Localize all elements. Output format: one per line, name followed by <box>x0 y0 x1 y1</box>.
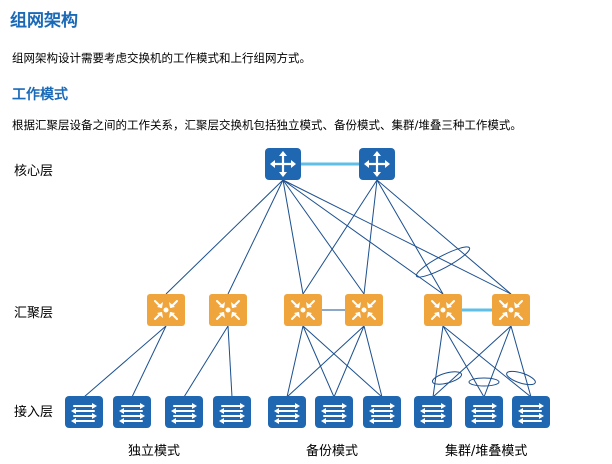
description-text: 根据汇聚层设备之间的工作关系，汇聚层交换机包括独立模式、备份模式、集群/堆叠三种… <box>12 118 522 132</box>
mode-label-backup: 备份模式 <box>306 443 358 459</box>
access-switch-icon <box>164 395 204 429</box>
mode-label-cluster: 集群/堆叠模式 <box>445 443 527 459</box>
section-title: 工作模式 <box>12 87 68 103</box>
access-switch-icon <box>464 395 504 429</box>
mode-label-independent: 独立模式 <box>128 444 180 459</box>
page-title: 组网架构 <box>10 11 78 31</box>
access-layer-label: 接入层 <box>14 404 53 420</box>
core-switch-icon <box>263 146 303 182</box>
access-switch-icon <box>267 395 307 429</box>
core-agg-links <box>165 179 512 295</box>
access-switch-icon <box>511 395 551 429</box>
aggregation-switch-icon <box>344 293 384 327</box>
intro-text: 组网架构设计需要考虑交换机的工作模式和上行组网方式。 <box>12 51 311 65</box>
access-switch-icon <box>413 395 453 429</box>
aggregation-switch-icon <box>491 293 531 327</box>
access-switch-icon <box>64 395 104 429</box>
core-layer-label: 核心层 <box>14 164 53 179</box>
aggregation-layer-label: 汇聚层 <box>14 306 53 321</box>
access-switch-icon <box>212 395 252 429</box>
agg-access-links <box>83 325 532 398</box>
access-switch-icon <box>362 395 402 429</box>
aggregation-switch-icon <box>283 293 323 327</box>
aggregation-switch-icon <box>208 293 248 327</box>
access-switch-icon <box>112 395 152 429</box>
core-switch-icon <box>357 146 397 182</box>
access-switch-icon <box>314 395 354 429</box>
link-bundle-markers <box>415 246 536 387</box>
aggregation-switch-icon <box>423 293 463 327</box>
aggregation-switch-icon <box>146 293 186 327</box>
